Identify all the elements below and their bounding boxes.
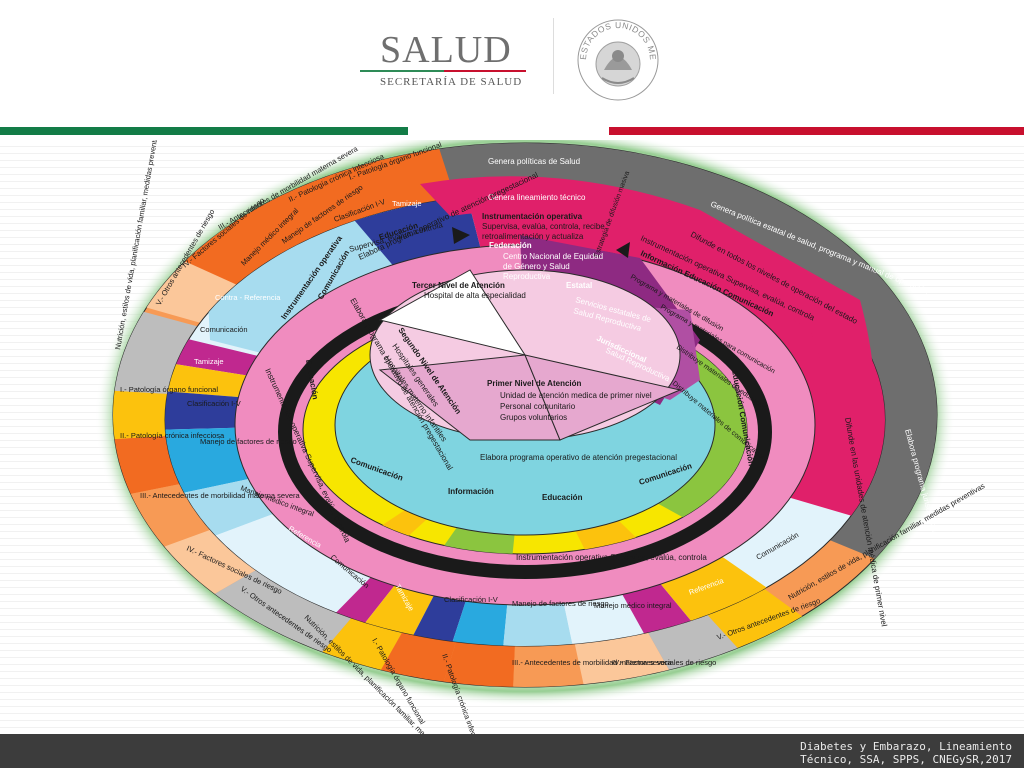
logo-divider <box>553 18 554 94</box>
top-instr-line1: Supervisa, evalúa, controla, recibe <box>482 222 605 231</box>
inner-cell-1c: Clasificación I-V <box>444 595 498 604</box>
federacion-line2: de Género y Salud <box>503 262 570 271</box>
footer: Diabetes y Embarazo, Lineamiento Técnico… <box>0 734 1024 768</box>
inner-cell-0: Tamizaje <box>392 199 422 208</box>
magenta-label-0: Genera lineamiento técnico <box>488 193 586 202</box>
diagram-area: Genera políticas de Salud Genera polític… <box>0 140 1024 734</box>
outer-cell-2b: III.- Antecedentes de morbilidad materna… <box>140 491 301 500</box>
inner-cell-5: Comunicación <box>200 325 248 334</box>
outer-cell-0b: I.- Patología órgano funcional <box>120 385 218 394</box>
inner-ring-5: Educación <box>542 493 583 502</box>
green-stripe <box>0 127 408 135</box>
logo-rule-red <box>444 70 526 72</box>
logo-rule-green <box>360 70 444 72</box>
salud-logo-subtitle: SECRETARÍA DE SALUD <box>380 76 523 88</box>
footer-line-2: Técnico, SSA, SPPS, CNEGySR,2017 <box>800 753 1012 766</box>
inner-cell-2c: Manejo de factores de riesgo <box>512 599 609 608</box>
gray-label-0: Genera políticas de Salud <box>488 157 580 166</box>
top-instr-title: Instrumentación operativa <box>482 212 583 221</box>
inner-ring-4: Información <box>448 487 494 496</box>
arrowhead-right <box>616 242 630 258</box>
pink-label-2: Instrumentación operativa Supervisa, eva… <box>516 553 707 562</box>
salud-logo-word: SALUD <box>380 29 512 71</box>
primer-line3: Grupos voluntarios <box>500 413 567 422</box>
arrowhead-left <box>452 227 470 244</box>
inner-cell-6: Contra - Referencia <box>215 293 281 302</box>
federacion-title: Federación <box>489 241 532 250</box>
inner-cell-1b: Clasificación I-V <box>187 399 241 408</box>
inner-cell-3c: Manejo médico integral <box>594 601 672 610</box>
primer-line2: Personal comunitario <box>500 402 576 411</box>
red-stripe <box>609 127 1024 135</box>
outer-cell-1b: II.- Patología crónica infecciosa <box>120 431 225 440</box>
footer-line-1: Diabetes y Embarazo, Lineamiento <box>800 740 1012 753</box>
primer-line1: Unidad de atención medica de primer nive… <box>500 391 652 400</box>
estatal-title: Estatal <box>566 281 592 290</box>
outer-cell-3c: IV.- Factores sociales de riesgo <box>612 658 716 667</box>
outer-cell-2c: III.- Antecedentes de morbilidad materna… <box>512 658 673 667</box>
mexican-seal-icon: ESTADOS UNIDOS MEXICANOS <box>568 6 664 106</box>
tercer-title: Tercer Nivel de Atención <box>412 281 505 290</box>
primer-title: Primer Nivel de Atención <box>487 379 582 388</box>
federacion-line1: Centro Nacional de Equidad <box>503 252 603 261</box>
inner-cell-2b: Manejo de factores de riesgo <box>200 437 297 446</box>
magenta-band <box>420 176 875 500</box>
top-instr-line2: retroalimentación y actualiza <box>482 232 584 241</box>
attention-network-diagram: Genera políticas de Salud Genera polític… <box>95 140 987 734</box>
federacion-line3: Reproductiva <box>503 272 551 281</box>
tercer-line1: Hospital de alta especialidad <box>424 291 526 300</box>
cyan-label-0: Elabora programa operativo de atención p… <box>480 453 677 462</box>
header: SALUD SECRETARÍA DE SALUD ESTADOS UNIDOS… <box>0 0 1024 128</box>
inner-cell-0b: Tamizaje <box>194 357 224 366</box>
